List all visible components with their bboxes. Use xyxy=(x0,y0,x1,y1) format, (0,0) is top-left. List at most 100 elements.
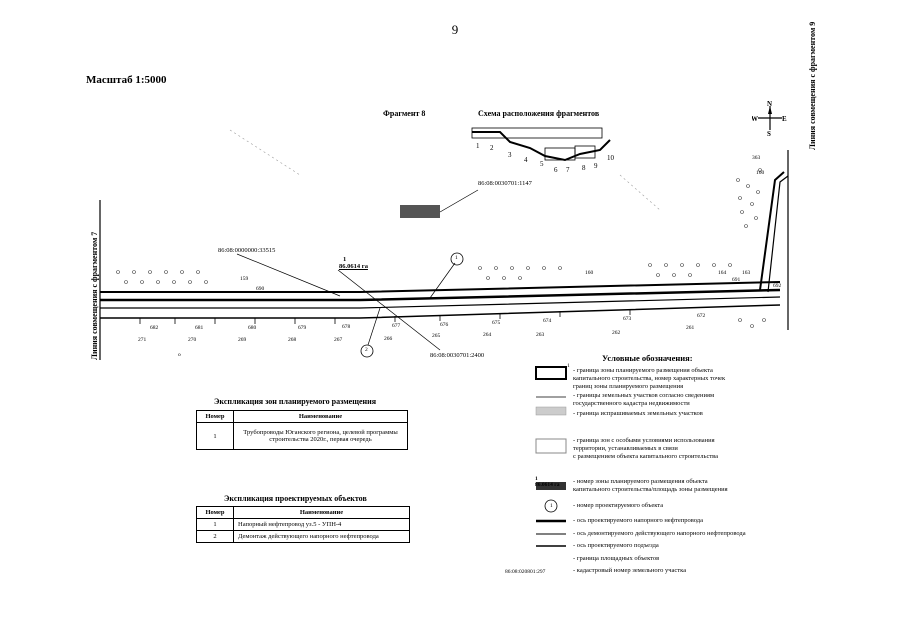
pipeline-axis xyxy=(100,288,781,302)
legend-cad-sample: 86:08:020801:297 xyxy=(505,569,546,575)
station-label: 261 xyxy=(686,325,695,331)
object-1-marker xyxy=(450,252,464,266)
picket-label: 674 xyxy=(543,318,552,324)
legend-point-number: 1 xyxy=(567,363,570,369)
picket-label: 679 xyxy=(298,325,307,331)
leader-2400 xyxy=(337,269,441,351)
scheme-num: 1 xyxy=(476,142,480,150)
legend-item-parcels: - границы земельных участков согласно св… xyxy=(573,392,715,407)
picket-label: 691 xyxy=(732,277,741,283)
legend-item-area-objects: - граница площадных объектов xyxy=(573,555,660,562)
scheme-num: 9 xyxy=(594,162,598,170)
station-label: 266 xyxy=(384,336,393,342)
station-label: 269 xyxy=(238,337,247,343)
zone-area-label: 86.0614 га xyxy=(339,263,368,270)
legend-item-zone-number: - номер зоны планируемого размещения объ… xyxy=(573,478,728,493)
compass-n: N xyxy=(767,100,772,108)
forest-symbols xyxy=(116,168,766,328)
compass-w: W xyxy=(752,115,758,123)
leader-33515 xyxy=(236,253,341,297)
legend-item-zone: - граница зоны планируемого размещения о… xyxy=(573,367,726,390)
scheme-frame-3 xyxy=(574,145,596,159)
table1-title: Экспликация зон планируемого размещения xyxy=(214,397,377,406)
scheme-title: Схема расположения фрагментов xyxy=(478,109,600,118)
leader-object2 xyxy=(367,307,381,346)
compass-s: S xyxy=(767,130,771,136)
fragment-title: Фрагмент 8 xyxy=(383,109,426,118)
leader-object1 xyxy=(429,262,456,299)
table-row: 1 Напорный нефтепровод уз.5 - УПН-4 xyxy=(196,518,410,531)
zone-boundary-lower xyxy=(100,304,781,319)
picket-label: 676 xyxy=(440,322,449,328)
picket-label: 163 xyxy=(742,270,751,276)
table-header-row: Номер Наименование xyxy=(196,506,410,519)
legend-title: Условные обозначения: xyxy=(602,353,693,363)
zone-boundary-upper xyxy=(100,281,781,293)
picket-label: 675 xyxy=(492,320,501,326)
legend-requested-parcel-symbol xyxy=(535,406,567,416)
picket-label: 690 xyxy=(256,286,265,292)
picket-label: 164 xyxy=(718,270,727,276)
compass-rose: N S E W xyxy=(752,100,787,136)
object-2-marker xyxy=(360,344,374,358)
scheme-num: 6 xyxy=(554,166,558,174)
legend-zone-symbol xyxy=(535,366,567,380)
cad-label-2400: 86:08:0030701:2400 xyxy=(430,352,485,359)
table-cell: 1 xyxy=(196,518,234,531)
station-label: 267 xyxy=(334,337,343,343)
legend-zone-label-symbol xyxy=(536,482,566,490)
legend-item-requested: - граница испрашиваемых земельных участк… xyxy=(573,410,703,417)
picket-label: 677 xyxy=(392,323,401,329)
legend-symbols xyxy=(535,366,567,547)
faint-line-1 xyxy=(229,129,301,176)
scheme-num: 8 xyxy=(582,164,586,172)
legend-item-special-zones: - граница зон с особыми условиями исполь… xyxy=(573,437,719,460)
right-top-label: 160 xyxy=(756,170,765,176)
scheme-num: 7 xyxy=(566,166,570,174)
legend-item-road: - ось проектируемого подъезда xyxy=(573,542,659,549)
objects-table: Номер Наименование 1 Напорный нефтепрово… xyxy=(196,506,410,543)
scheme-num: 2 xyxy=(490,144,494,152)
station-label: 262 xyxy=(612,330,621,336)
legend-zone-label-text: 1 86.0614 га xyxy=(535,476,560,488)
corridor-bend-2 xyxy=(767,175,789,293)
legend-object-number: 1 xyxy=(550,503,553,509)
table-cell: 1 xyxy=(196,422,234,450)
zones-table: Номер Наименование 1 Трубопроводы Юганск… xyxy=(196,410,408,450)
picket-ticks xyxy=(139,309,631,324)
right-top-label: 363 xyxy=(752,155,761,161)
table-row: 2 Демонтаж действующего напорного нефтеп… xyxy=(196,530,410,543)
table2-title: Экспликация проектируемых объектов xyxy=(224,494,367,503)
picket-label: 682 xyxy=(150,325,159,331)
table-header-row: Номер Наименование xyxy=(196,410,408,423)
station-label: 263 xyxy=(536,332,545,338)
table-header: Номер xyxy=(196,410,234,423)
scheme-num: 3 xyxy=(508,151,512,159)
scale-label: Масштаб 1:5000 xyxy=(86,74,167,86)
cad-label-1147: 86:08:0030701:1147 xyxy=(478,180,532,187)
legend-special-zone-symbol xyxy=(535,438,567,454)
picket-label: 160 xyxy=(585,270,594,276)
table-header: Наименование xyxy=(233,410,408,423)
table-cell: 2 xyxy=(196,530,234,543)
page-number: 9 xyxy=(451,22,459,37)
cad-label-33515: 86:08:0000000:33515 xyxy=(218,247,276,254)
legend-object-circle xyxy=(544,499,558,513)
map-dot: o xyxy=(178,352,181,358)
table-cell: Трубопроводы Юганского региона, целевой … xyxy=(233,422,408,450)
hatched-parcel xyxy=(400,205,440,218)
corridor-bend-1 xyxy=(759,171,785,291)
faint-line-2 xyxy=(619,174,661,211)
picket-label: 681 xyxy=(195,325,204,331)
scheme-num: 10 xyxy=(607,154,615,162)
fragment-scheme-inset: 1 2 3 4 5 6 7 8 9 10 xyxy=(471,127,615,174)
table-cell: Демонтаж действующего напорного нефтепро… xyxy=(233,530,410,543)
station-label: 264 xyxy=(483,332,492,338)
table-header: Номер xyxy=(196,506,234,519)
legend-item-pipeline: - ось проектируемого напорного нефтепров… xyxy=(573,517,703,524)
picket-label: 678 xyxy=(342,324,351,330)
station-label: 270 xyxy=(188,337,197,343)
table-header: Наименование xyxy=(233,506,410,519)
picket-label: 673 xyxy=(623,316,632,322)
station-label: 271 xyxy=(138,337,147,343)
